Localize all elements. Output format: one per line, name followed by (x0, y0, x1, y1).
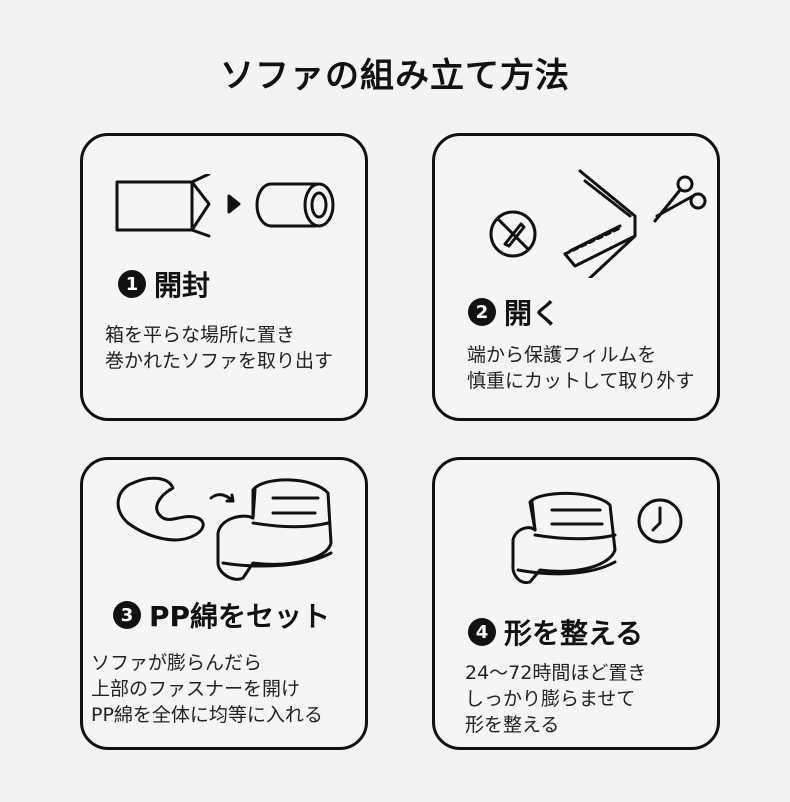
step-number-badge: 4 (468, 618, 496, 646)
description-line: 巻かれたソファを取り出す (105, 350, 334, 372)
description-line: PP綿を全体に均等に入れる (91, 704, 323, 726)
step-number-badge: 1 (118, 270, 146, 298)
step-description: 24〜72時間ほど置き しっかり膨らませて 形を整える (465, 660, 646, 738)
box-to-roll-illustration (115, 174, 335, 238)
step-heading: 3 PP綿をセット (113, 595, 330, 635)
step-description: 端から保護フィルムを 慎重にカットして取り外す (467, 342, 694, 394)
step-card-shape: 4 形を整える 24〜72時間ほど置き しっかり膨らませて 形を整える (432, 457, 720, 750)
step-heading: 2 開く (468, 292, 560, 332)
step-description: ソファが膨らんだら 上部のファスナーを開け PP綿を全体に均等に入れる (91, 650, 323, 728)
sofa-illustration (511, 491, 617, 585)
step-title: 形を整える (504, 617, 644, 650)
step-description: 箱を平らな場所に置き 巻かれたソファを取り出す (105, 322, 333, 374)
step-title: 開封 (154, 269, 211, 302)
cutting-film-illustration (563, 169, 707, 278)
step-number-badge: 3 (113, 601, 141, 629)
description-line: 24〜72時間ほど置き (465, 662, 647, 684)
description-line: 端から保護フィルムを (467, 344, 657, 366)
description-line: 上部のファスナーを開け (91, 678, 301, 700)
clock-icon (637, 498, 683, 544)
description-line: しっかり膨らませて (465, 688, 636, 710)
step-card-stuffing: 3 PP綿をセット ソファが膨らんだら 上部のファスナーを開け PP綿を全体に均… (80, 457, 368, 750)
page-title: ソファの組み立て方法 (220, 56, 570, 96)
description-line: 形を整える (465, 714, 560, 736)
step-title: 開く (504, 297, 561, 330)
description-line: ソファが膨らんだら (91, 652, 263, 674)
description-line: 慎重にカットして取り外す (467, 370, 695, 392)
description-line: 箱を平らな場所に置き (105, 324, 296, 346)
step-card-open: 2 開く 端から保護フィルムを 慎重にカットして取り外す (432, 133, 720, 421)
step-number-badge: 2 (468, 298, 496, 326)
step-heading: 4 形を整える (468, 612, 643, 652)
stuffing-to-sofa-illustration (116, 476, 333, 581)
no-knife-icon (489, 210, 537, 258)
step-heading: 1 開封 (118, 264, 210, 304)
step-title: PP綿をセット (149, 600, 331, 633)
step-card-unbox: 1 開封 箱を平らな場所に置き 巻かれたソファを取り出す (80, 133, 368, 421)
